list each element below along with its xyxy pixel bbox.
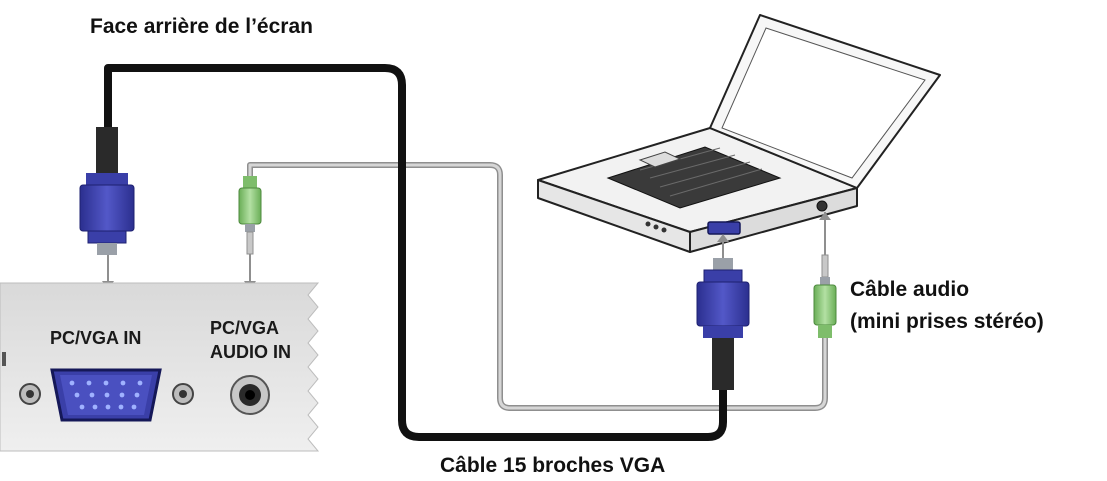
screw-icon (19, 383, 41, 405)
audio-port-icon (230, 375, 270, 415)
vga-pin (119, 392, 125, 398)
vga-pin (89, 392, 95, 398)
vga-cable-label: Câble 15 broches VGA (440, 454, 665, 477)
audio-cable-label-line1: Câble audio (850, 278, 969, 301)
audio-in-label-line2: AUDIO IN (210, 342, 291, 362)
vga-in-label: PC/VGA IN (50, 328, 141, 348)
vga-connector-icon (696, 258, 750, 390)
vga-pin (74, 392, 80, 398)
vga-pin (134, 392, 140, 398)
vga-pin (131, 404, 137, 410)
vga-pin (137, 380, 143, 386)
audio-jack-icon (813, 254, 837, 338)
vga-pin (69, 380, 75, 386)
audio-cable (248, 163, 827, 410)
vga-pin (105, 404, 111, 410)
audio-jack-icon (238, 176, 262, 255)
screen-back-label: Face arrière de l’écran (90, 15, 313, 38)
audio-cable-label-line2: (mini prises stéréo) (850, 310, 1044, 333)
vga-pin (104, 392, 110, 398)
laptop-audio-arrow-icon (819, 212, 831, 220)
vga-pin (120, 380, 126, 386)
vga-port-icon (50, 368, 162, 422)
vga-pin (118, 404, 124, 410)
audio-in-label-line1: PC/VGA (210, 318, 279, 338)
vga-pin (103, 380, 109, 386)
laptop-icon (537, 14, 941, 253)
laptop-vga-arrow-icon (717, 234, 729, 242)
vga-pin (86, 380, 92, 386)
vga-pin (92, 404, 98, 410)
screw-icon (172, 383, 194, 405)
vga-pin (79, 404, 85, 410)
vga-cable (104, 64, 727, 441)
vga-connector-icon (79, 127, 135, 255)
screen-back-panel (0, 282, 320, 452)
